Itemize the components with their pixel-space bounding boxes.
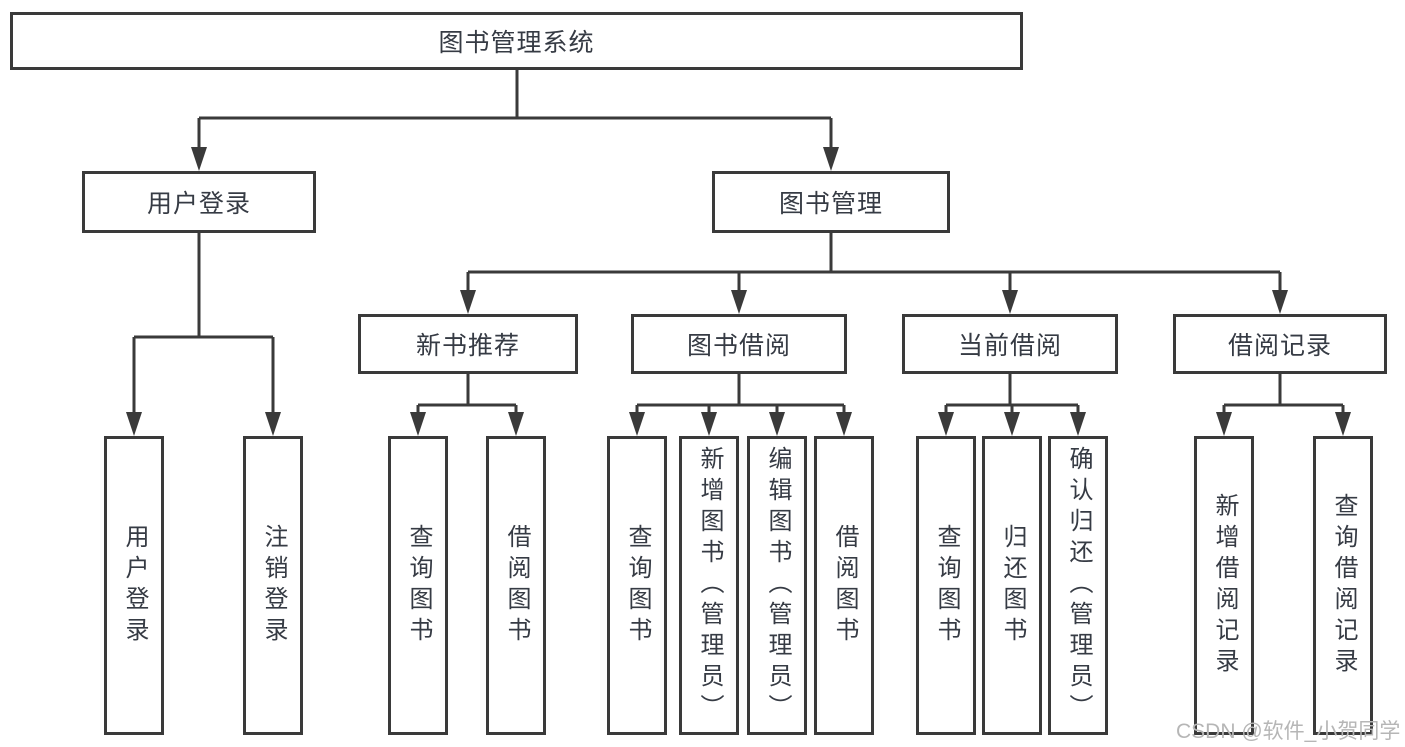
leaf-label: 查询图书: [933, 523, 960, 648]
leaf-current-confirm-return-admin: 确认归还（管理员）: [1048, 436, 1108, 735]
leaf-label: 用户登录: [121, 523, 148, 648]
arrow-down-icon: [836, 412, 852, 436]
leaf-label: 编辑图书（管理员）: [764, 446, 791, 725]
arrow-down-icon: [701, 412, 717, 436]
leaf-current-return-books: 归还图书: [982, 436, 1042, 735]
leaf-label: 注销登录: [260, 523, 287, 648]
arrow-down-icon: [410, 412, 426, 436]
arrow-down-icon: [1002, 290, 1018, 314]
connector-records-to-leaves: [1222, 374, 1345, 414]
leaf-label: 新增借阅记录: [1211, 492, 1238, 679]
leaf-label: 借阅图书: [503, 523, 530, 648]
leaf-user-login: 用户登录: [104, 436, 164, 735]
node-book-manage: 图书管理: [712, 171, 950, 233]
leaf-borrow-borrow-books: 借阅图书: [814, 436, 874, 735]
leaf-label: 查询图书: [624, 523, 651, 648]
node-book-borrow: 图书借阅: [631, 314, 847, 374]
arrow-down-icon: [1272, 290, 1288, 314]
node-current-borrow: 当前借阅: [902, 314, 1118, 374]
arrow-down-icon: [191, 147, 207, 171]
arrow-down-icon: [938, 412, 954, 436]
arrow-down-icon: [823, 147, 839, 171]
leaf-recommend-search-books: 查询图书: [388, 436, 448, 735]
leaf-borrow-edit-books-admin: 编辑图书（管理员）: [747, 436, 807, 735]
leaf-borrow-search-books: 查询图书: [607, 436, 667, 735]
connector-recommend-to-leaves: [416, 374, 518, 414]
leaf-records-add-record: 新增借阅记录: [1194, 436, 1254, 735]
node-root-system: 图书管理系统: [10, 12, 1023, 70]
leaf-label: 查询借阅记录: [1330, 492, 1357, 679]
arrow-down-icon: [460, 290, 476, 314]
arrow-down-icon: [1335, 412, 1351, 436]
arrow-down-icon: [126, 412, 142, 436]
arrow-down-icon: [1004, 412, 1020, 436]
arrow-down-icon: [731, 290, 747, 314]
connector-borrow-to-leaves: [635, 374, 846, 414]
node-borrow-records: 借阅记录: [1173, 314, 1387, 374]
node-new-book-recommend: 新书推荐: [358, 314, 578, 374]
connector-root-to-level2: [197, 70, 833, 150]
leaf-logout: 注销登录: [243, 436, 303, 735]
leaf-borrow-add-books-admin: 新增图书（管理员）: [679, 436, 739, 735]
arrow-down-icon: [1070, 412, 1086, 436]
csdn-watermark: CSDN @软件_小贺同学: [1176, 720, 1401, 743]
leaf-current-search-books: 查询图书: [916, 436, 976, 735]
leaf-label: 归还图书: [999, 523, 1026, 648]
leaf-records-search-record: 查询借阅记录: [1313, 436, 1373, 735]
leaf-label: 查询图书: [405, 523, 432, 648]
leaf-label: 确认归还（管理员）: [1065, 446, 1092, 725]
arrow-down-icon: [265, 412, 281, 436]
connector-login-to-leaves: [132, 233, 275, 414]
arrow-down-icon: [769, 412, 785, 436]
leaf-label: 新增图书（管理员）: [696, 446, 723, 725]
connector-manage-to-level3: [466, 233, 1282, 292]
leaf-recommend-borrow-books: 借阅图书: [486, 436, 546, 735]
node-user-login: 用户登录: [82, 171, 316, 233]
arrow-down-icon: [1216, 412, 1232, 436]
connector-current-to-leaves: [944, 374, 1080, 414]
leaf-label: 借阅图书: [831, 523, 858, 648]
arrow-down-icon: [508, 412, 524, 436]
arrow-down-icon: [629, 412, 645, 436]
